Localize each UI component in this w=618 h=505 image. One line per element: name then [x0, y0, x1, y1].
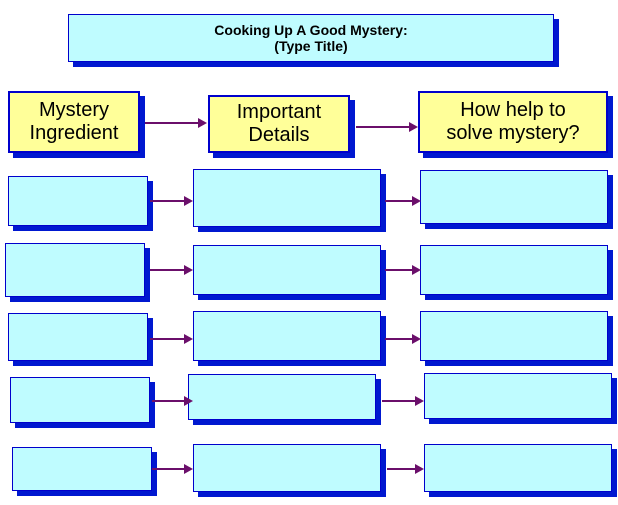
arrow-head — [198, 118, 207, 128]
cell-important-details-row-3[interactable] — [193, 311, 381, 361]
arrow-shaft — [150, 338, 184, 340]
arrow-right-icon-row-1-col-1 — [150, 196, 193, 206]
arrow-head — [184, 334, 193, 344]
header-line-1a: Mystery — [39, 99, 109, 121]
title-box[interactable]: Cooking Up A Good Mystery: (Type Title) — [68, 14, 554, 62]
title-line-1: Cooking Up A Good Mystery: — [214, 21, 408, 38]
arrow-shaft — [385, 200, 412, 202]
arrow-head — [415, 396, 424, 406]
header-text-wrapper-2: Important Details — [237, 101, 321, 147]
cell-how-help-solve-row-5[interactable] — [424, 444, 612, 492]
title-text-wrapper: Cooking Up A Good Mystery: (Type Title) — [214, 22, 407, 54]
arrow-right-icon-row-4-col-1 — [152, 396, 193, 406]
arrow-right-icon-row-1-col-2 — [385, 196, 421, 206]
arrow-head — [184, 464, 193, 474]
arrow-shaft — [356, 126, 409, 128]
cell-important-details-row-2[interactable] — [193, 245, 381, 295]
arrow-shaft — [385, 338, 412, 340]
arrow-shaft — [387, 468, 415, 470]
arrow-shaft — [152, 400, 184, 402]
header-line-2b: Details — [248, 124, 310, 146]
header-text-wrapper-1: Mystery Ingredient — [30, 99, 119, 145]
arrow-right-icon-row-2-col-2 — [385, 265, 421, 275]
arrow-shaft — [145, 122, 198, 124]
cell-important-details-row-1[interactable] — [193, 169, 381, 227]
arrow-right-icon-row-5-col-2 — [387, 464, 424, 474]
cell-how-help-solve-row-3[interactable] — [420, 311, 608, 361]
arrow-right-icon-row-3-col-1 — [150, 334, 193, 344]
header-line-3a: How help to — [460, 99, 566, 121]
cell-mystery-ingredient-row-5[interactable] — [12, 447, 152, 491]
arrow-head — [184, 196, 193, 206]
cell-important-details-row-5[interactable] — [193, 444, 381, 492]
cell-how-help-solve-row-4[interactable] — [424, 373, 612, 419]
arrow-right-icon-row-5-col-1 — [152, 464, 193, 474]
cell-how-help-solve-row-2[interactable] — [420, 245, 608, 295]
arrow-head — [415, 464, 424, 474]
cell-mystery-ingredient-row-4[interactable] — [10, 377, 150, 423]
header-line-2a: Important — [236, 101, 322, 123]
arrow-shaft — [382, 400, 415, 402]
cell-important-details-row-4[interactable] — [188, 374, 376, 420]
arrow-shaft — [150, 200, 184, 202]
cell-mystery-ingredient-row-3[interactable] — [8, 313, 148, 361]
cell-how-help-solve-row-1[interactable] — [420, 170, 608, 224]
arrow-shaft — [152, 468, 184, 470]
cell-mystery-ingredient-row-1[interactable] — [8, 176, 148, 226]
header-line-1b: Ingredient — [29, 122, 119, 144]
arrow-right-icon-row-4-col-2 — [382, 396, 424, 406]
arrow-shaft — [150, 269, 184, 271]
title-line-2: (Type Title) — [274, 38, 348, 54]
cell-mystery-ingredient-row-2[interactable] — [5, 243, 145, 297]
header-line-3b: solve mystery? — [446, 122, 580, 144]
arrow-right-icon-row-2-col-1 — [150, 265, 193, 275]
arrow-shaft — [385, 269, 412, 271]
arrow-right-icon-row-3-col-2 — [385, 334, 421, 344]
arrow-right-icon-header-1 — [145, 118, 207, 128]
header-how-help-solve[interactable]: How help to solve mystery? — [418, 91, 608, 153]
header-important-details[interactable]: Important Details — [208, 95, 350, 153]
arrow-right-icon-header-2 — [356, 122, 418, 132]
arrow-head — [184, 265, 193, 275]
header-mystery-ingredient[interactable]: Mystery Ingredient — [8, 91, 140, 153]
header-text-wrapper-3: How help to solve mystery? — [446, 99, 579, 145]
arrow-head — [409, 122, 418, 132]
